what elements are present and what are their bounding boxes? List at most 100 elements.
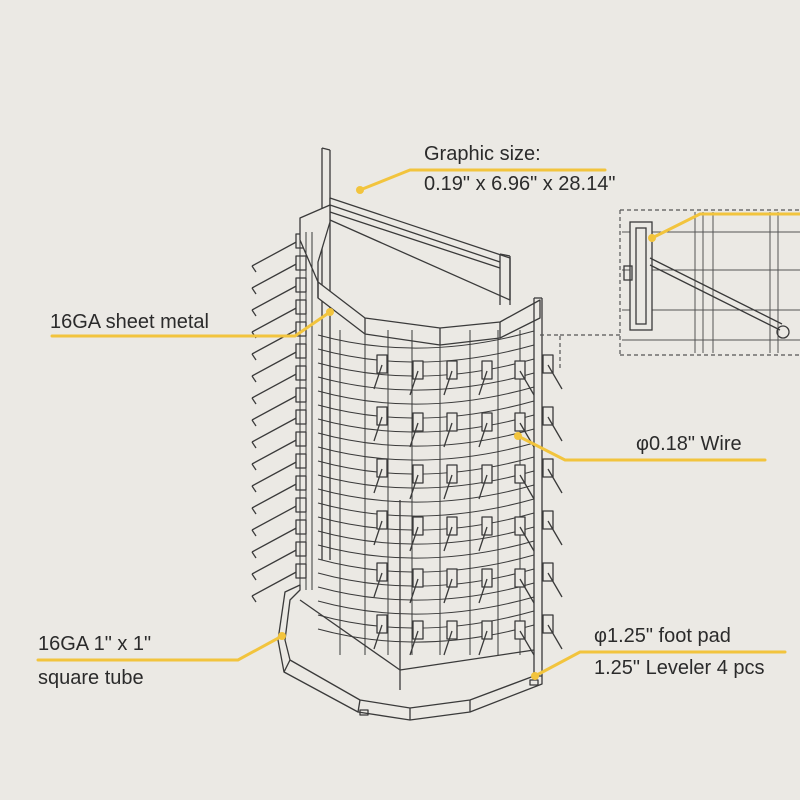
base-edge [357, 699, 361, 713]
side-hook-tip [251, 551, 257, 559]
hook-bracket [542, 458, 554, 478]
hook-rod [409, 578, 419, 604]
leader-foot-pad [533, 650, 787, 678]
hook-bracket [514, 360, 526, 380]
hook-bracket [542, 614, 554, 634]
hook-bracket [481, 360, 493, 380]
side-hook-rod [251, 569, 301, 597]
hook-bracket [376, 562, 388, 582]
side-hook-bracket [295, 563, 307, 579]
hook-bracket [412, 568, 424, 588]
horizontal-wire [317, 428, 535, 447]
hook-rod [443, 422, 453, 448]
inset-hook-bracket [623, 221, 790, 339]
hook-bracket [481, 464, 493, 484]
hook-rod [373, 416, 383, 442]
base-edge [283, 659, 291, 673]
hook-bracket [376, 510, 388, 530]
hook-rod [519, 474, 535, 500]
side-hook-bracket [295, 541, 307, 557]
leader-inset [650, 212, 800, 240]
inset-pointer [540, 334, 561, 368]
side-hook-tip [251, 441, 257, 449]
side-hook-bracket [295, 387, 307, 403]
hook-rod [478, 474, 488, 500]
wire-label: φ0.18" Wire [636, 433, 742, 455]
side-hook-bracket [295, 475, 307, 491]
leader-dot [648, 234, 656, 242]
side-hook-rod [251, 283, 301, 311]
leader-dot [356, 186, 364, 194]
side-hook-tip [251, 485, 257, 493]
hook-rod [409, 370, 419, 396]
hook-bracket [542, 406, 554, 426]
side-hook-rod [251, 327, 301, 355]
leader-dot [278, 632, 286, 640]
side-hook-rod [251, 239, 301, 267]
side-hook-rod [251, 371, 301, 399]
hook-rod [373, 572, 383, 598]
hook-rod [409, 630, 419, 656]
hook-rod [478, 370, 488, 396]
hook-bracket [446, 620, 458, 640]
hook-bracket [376, 354, 388, 374]
foot-pad [359, 709, 369, 716]
horizontal-wire [317, 582, 535, 601]
side-hook-rod [251, 547, 301, 575]
hook-rod [443, 370, 453, 396]
side-hook-rod [251, 349, 301, 377]
side-hook-tip [251, 265, 257, 273]
hook-bracket [514, 620, 526, 640]
horizontal-wire [317, 386, 535, 405]
horizontal-wire [317, 526, 535, 545]
side-hook-rod [251, 525, 301, 553]
upright-cap [321, 147, 331, 151]
hook-rod [547, 468, 563, 494]
hook-rod [519, 578, 535, 604]
graphic-header-panel [329, 197, 511, 301]
base-inner-rail [399, 649, 535, 671]
horizontal-wire [317, 470, 535, 489]
leader-lines [36, 168, 800, 680]
side-hook-tip [251, 309, 257, 317]
hook-bracket [446, 568, 458, 588]
horizontal-wire [317, 624, 535, 643]
side-hook-bracket [295, 519, 307, 535]
horizontal-wire [317, 498, 535, 517]
side-hook-bracket [295, 255, 307, 271]
foot-pad [529, 679, 539, 686]
side-hook-tip [251, 287, 257, 295]
hook-bracket [446, 516, 458, 536]
leader-sheet-metal [50, 310, 332, 338]
side-hook-bracket [295, 453, 307, 469]
side-hook-bracket [295, 409, 307, 425]
hook-rod [443, 474, 453, 500]
hook-bracket [542, 562, 554, 582]
hook-rod [547, 364, 563, 390]
horizontal-wire [317, 596, 535, 615]
hook-bracket [446, 412, 458, 432]
side-hook-rod [251, 261, 301, 289]
hook-rod [519, 370, 535, 396]
hook-bracket [514, 464, 526, 484]
top-sheet-metal-band-front [317, 281, 541, 346]
hook-detail-inset [540, 209, 800, 368]
hook-rod [443, 630, 453, 656]
leader-square-tube [36, 634, 284, 662]
leader-graphic-size [358, 168, 607, 192]
horizontal-wire [317, 372, 535, 391]
left-side-hooks [251, 233, 307, 603]
hook-bracket [412, 464, 424, 484]
hook-bracket [481, 412, 493, 432]
hook-rod [373, 468, 383, 494]
hook-bracket [376, 406, 388, 426]
sheet-metal-label: 16GA sheet metal [50, 311, 209, 333]
horizontal-wire [317, 330, 535, 349]
hook-bracket [376, 458, 388, 478]
side-hook-bracket [295, 497, 307, 513]
base-frame [277, 584, 543, 721]
hook-bracket [481, 568, 493, 588]
side-hook-bracket [295, 365, 307, 381]
